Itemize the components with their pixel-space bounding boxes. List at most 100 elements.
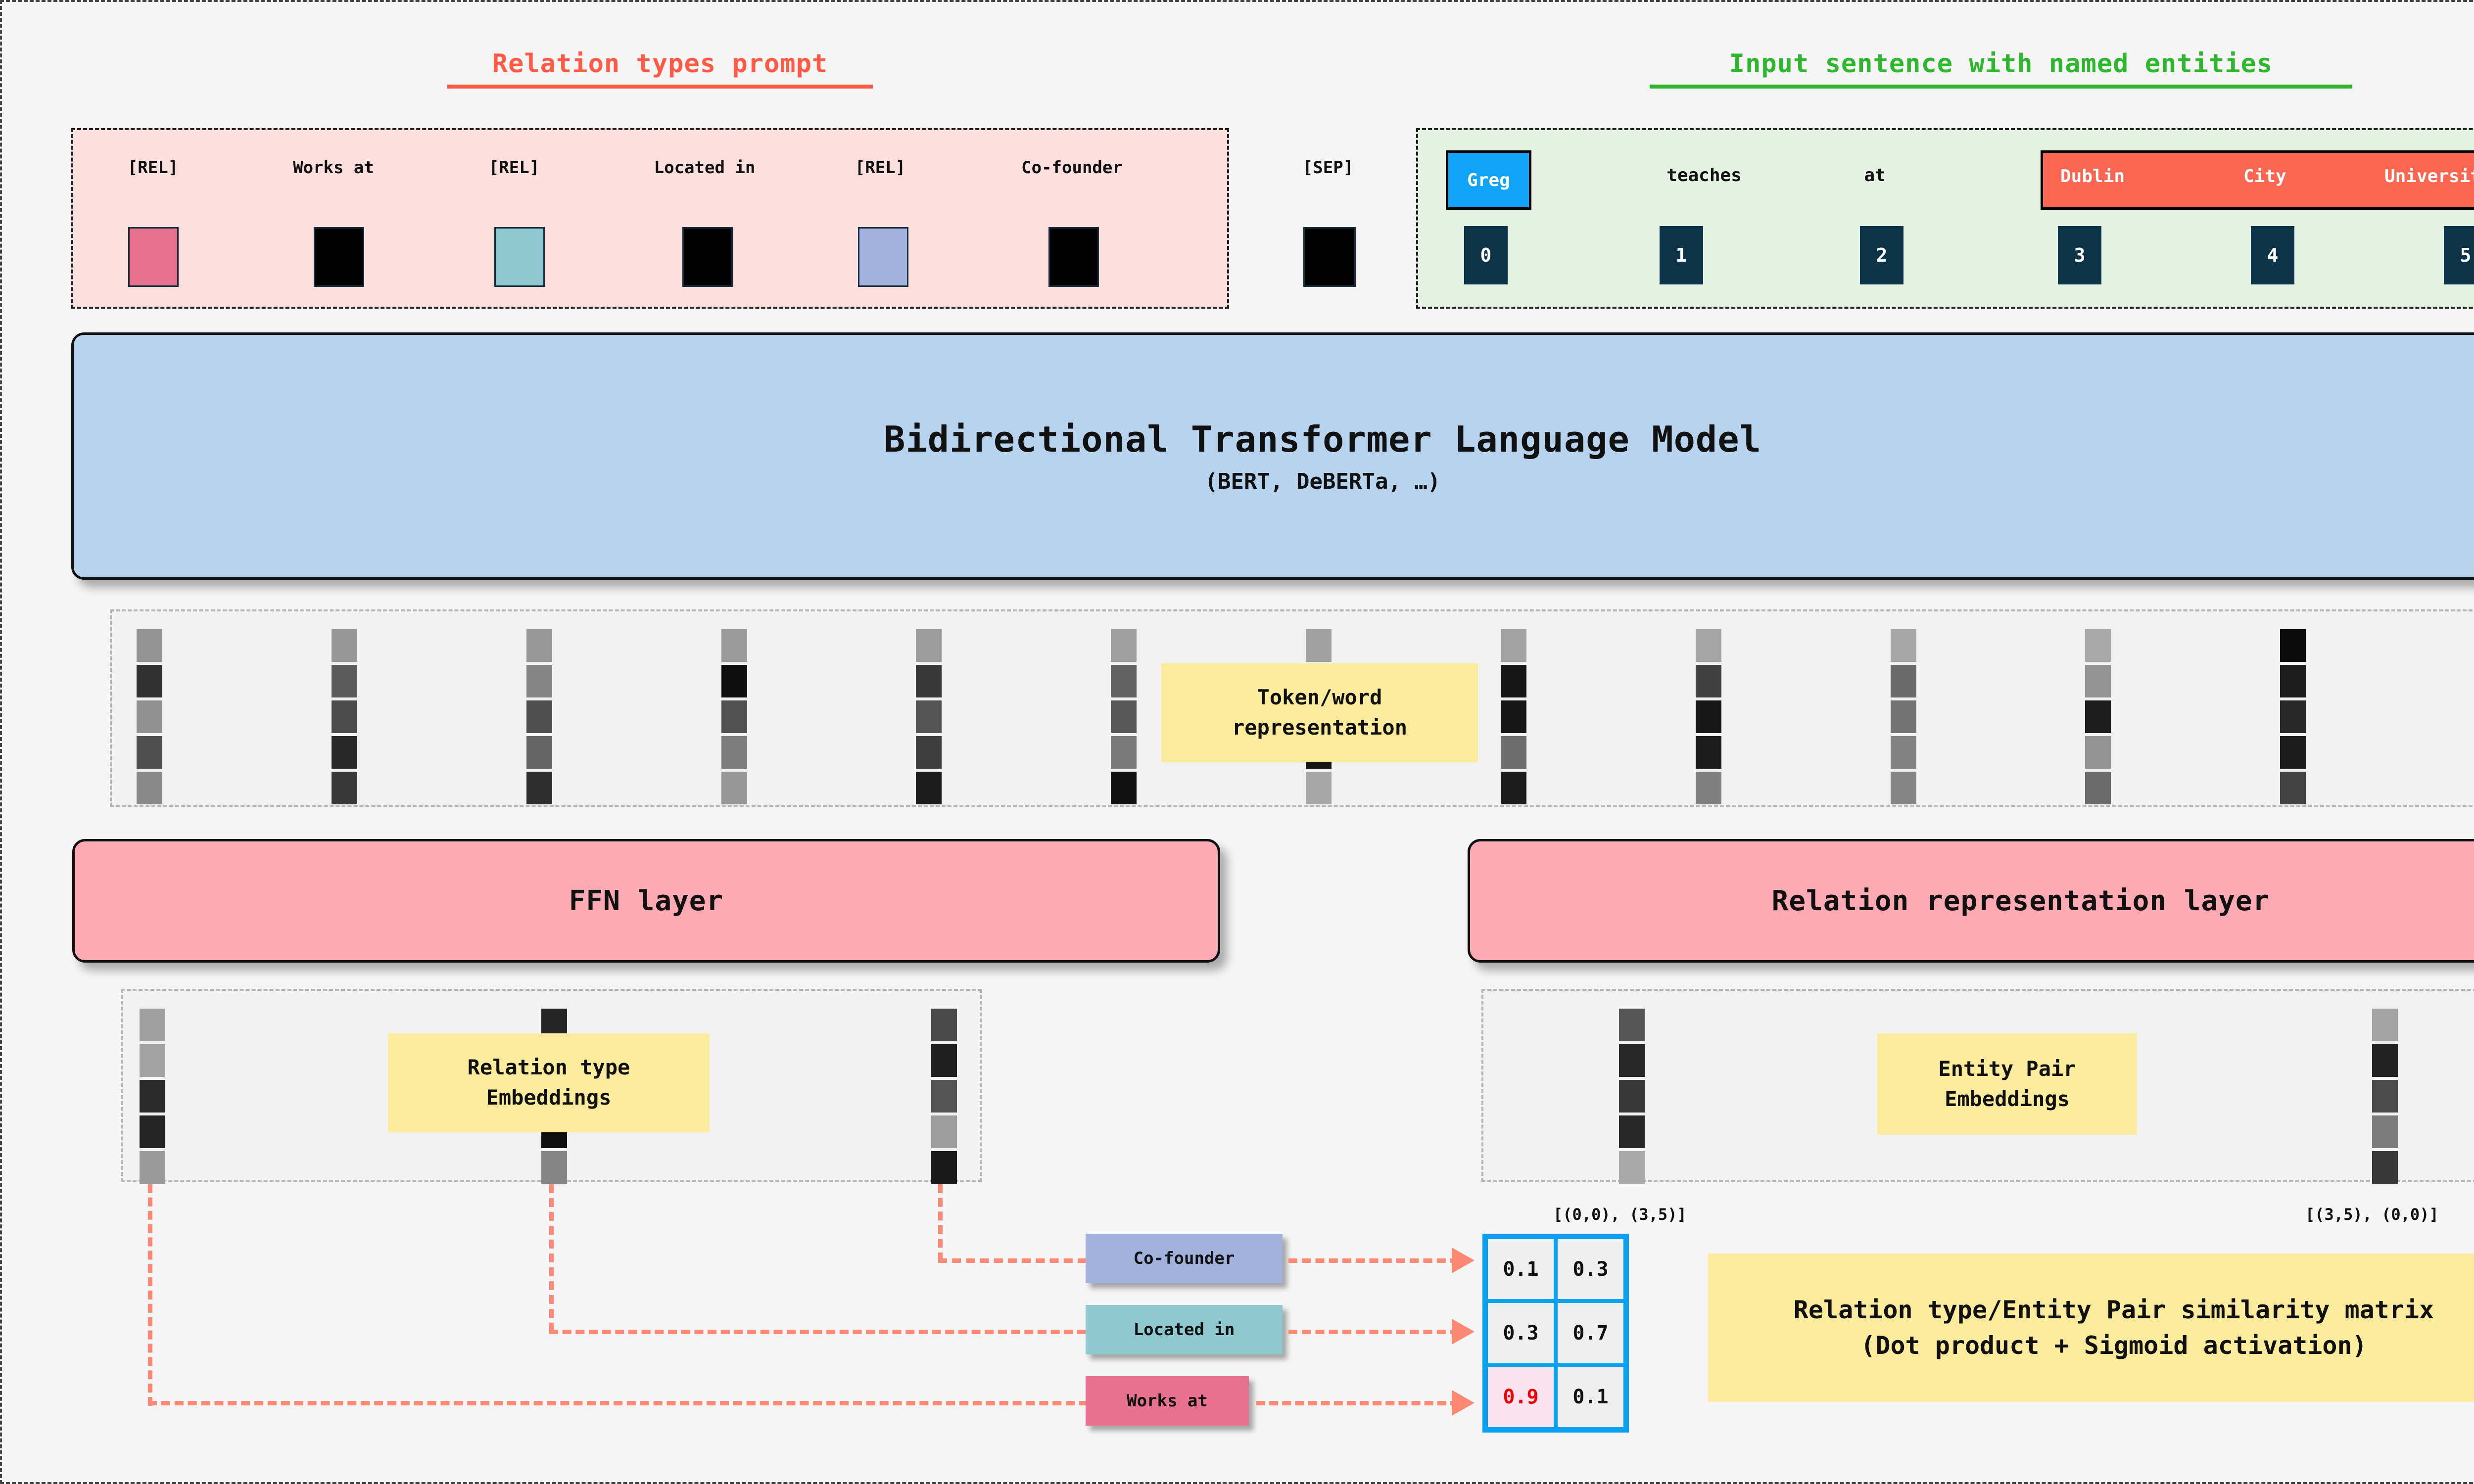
relation-type-embedding-column-2: [931, 1009, 957, 1187]
embedding-cell: [931, 1044, 957, 1077]
relation-types-prompt-panel: [71, 128, 1229, 309]
similarity-callout-line1: Relation type/Entity Pair similarity mat…: [1793, 1295, 2434, 1324]
embedding-cell: [526, 736, 552, 769]
token-representation-column-9: [1891, 629, 1916, 807]
arrow-line-works-at: [1256, 1401, 1459, 1405]
embedding-cell: [916, 736, 942, 769]
embedding-cell: [931, 1115, 957, 1148]
token-callout-line2: representation: [1232, 715, 1407, 740]
embedding-cell: [1111, 629, 1137, 662]
connector-horizontal-works-at: [148, 1401, 1088, 1405]
embedding-cell: [1111, 700, 1137, 733]
embedding-cell: [332, 772, 357, 804]
prompt-token-label-3: Located in: [654, 158, 756, 178]
embedding-cell: [721, 700, 747, 733]
embedding-cell: [1891, 629, 1916, 662]
embedding-cell: [721, 665, 747, 697]
embedding-cell: [931, 1151, 957, 1184]
embedding-cell: [137, 665, 162, 697]
embedding-cell: [140, 1115, 165, 1148]
prompt-token-label-5: Co-founder: [1021, 158, 1123, 178]
prompt-token-box-1: [314, 227, 364, 287]
token-index-4: 4: [2251, 226, 2294, 284]
embedding-cell: [721, 629, 747, 662]
embedding-cell: [2085, 665, 2111, 697]
embedding-cell: [2372, 1009, 2398, 1041]
arrow-head-works-at: [1452, 1390, 1475, 1416]
rel-emb-callout-line1: Relation type: [467, 1055, 630, 1080]
token-index-1: 1: [1660, 226, 1703, 284]
embedding-cell: [1111, 772, 1137, 804]
connector-vertical-col1: [549, 1184, 554, 1332]
token-representation-column-2: [526, 629, 552, 807]
embedding-cell: [931, 1080, 957, 1113]
relation-chip-works-at[interactable]: Works at: [1086, 1376, 1249, 1426]
embedding-cell: [2085, 700, 2111, 733]
encoder-title: Bidirectional Transformer Language Model: [884, 418, 1761, 460]
arrow-head-co-founder: [1452, 1248, 1475, 1273]
token-representation-column-8: [1696, 629, 1721, 807]
entity-tail-word-0: Dublin: [2060, 166, 2125, 186]
relation-representation-layer-block: Relation representation layer: [1468, 839, 2474, 963]
embedding-cell: [1696, 629, 1721, 662]
entity-head-chip: Greg: [1446, 150, 1531, 210]
arrow-head-located-in: [1452, 1319, 1475, 1345]
embedding-cell: [2085, 736, 2111, 769]
embedding-cell: [2372, 1115, 2398, 1148]
entity-pair-embeddings-callout: Entity Pair Embeddings: [1877, 1033, 2137, 1135]
connector-horizontal-co-founder: [938, 1258, 1087, 1263]
sentence-section-title: Input sentence with named entities: [1650, 49, 2352, 89]
embedding-cell: [1891, 665, 1916, 697]
embedding-cell: [916, 700, 942, 733]
entity-pair-embedding-column-1: [2372, 1009, 2398, 1187]
connector-horizontal-located-in: [549, 1330, 1086, 1334]
sep-token-box: [1303, 227, 1356, 287]
embedding-cell: [1696, 736, 1721, 769]
embedding-cell: [2280, 736, 2306, 769]
token-representation-column-7: [1501, 629, 1526, 807]
embedding-cell: [2372, 1044, 2398, 1077]
embedding-cell: [1619, 1151, 1645, 1184]
relation-chip-located-in[interactable]: Located in: [1086, 1305, 1283, 1354]
ffn-layer-label: FFN layer: [569, 884, 724, 917]
connector-vertical-col2: [938, 1184, 943, 1261]
embedding-cell: [1111, 665, 1137, 697]
token-representation-column-3: [721, 629, 747, 807]
token-index-3: 3: [2058, 226, 2101, 284]
ent-emb-callout-line1: Entity Pair: [1938, 1056, 2076, 1081]
embedding-cell: [1111, 736, 1137, 769]
embedding-cell: [332, 700, 357, 733]
embedding-cell: [526, 629, 552, 662]
similarity-matrix-callout: Relation type/Entity Pair similarity mat…: [1708, 1253, 2474, 1402]
relation-type-embeddings-callout: Relation type Embeddings: [388, 1033, 710, 1132]
embedding-cell: [1696, 700, 1721, 733]
embedding-cell: [332, 736, 357, 769]
embedding-cell: [1501, 700, 1526, 733]
prompt-token-box-0: [128, 227, 179, 287]
relation-chip-co-founder[interactable]: Co-founder: [1086, 1234, 1283, 1283]
relation-chip-works-at-label: Works at: [1127, 1391, 1208, 1411]
embedding-cell: [1619, 1044, 1645, 1077]
prompt-token-label-4: [REL]: [855, 158, 906, 178]
prompt-token-label-2: [REL]: [488, 158, 540, 178]
arrow-line-located-in: [1288, 1330, 1459, 1334]
similarity-cell-r1-c1: 0.7: [1556, 1301, 1625, 1365]
sentence-word-2: at: [1864, 165, 1886, 186]
similarity-cell-r0-c1: 0.3: [1556, 1237, 1625, 1301]
embedding-cell: [1501, 772, 1526, 804]
embedding-cell: [1619, 1115, 1645, 1148]
embedding-cell: [1891, 772, 1916, 804]
embedding-cell: [332, 629, 357, 662]
embedding-cell: [916, 629, 942, 662]
transformer-encoder-block: Bidirectional Transformer Language Model…: [71, 332, 2474, 580]
token-representation-column-1: [332, 629, 357, 807]
embedding-cell: [1501, 665, 1526, 697]
embedding-cell: [1696, 772, 1721, 804]
encoder-subtitle: (BERT, DeBERTa, …): [1204, 468, 1441, 494]
embedding-cell: [2280, 629, 2306, 662]
sentence-word-1: teaches: [1666, 165, 1742, 186]
similarity-callout-line2: (Dot product + Sigmoid activation): [1860, 1331, 2367, 1360]
embedding-cell: [2280, 772, 2306, 804]
embedding-cell: [2280, 665, 2306, 697]
